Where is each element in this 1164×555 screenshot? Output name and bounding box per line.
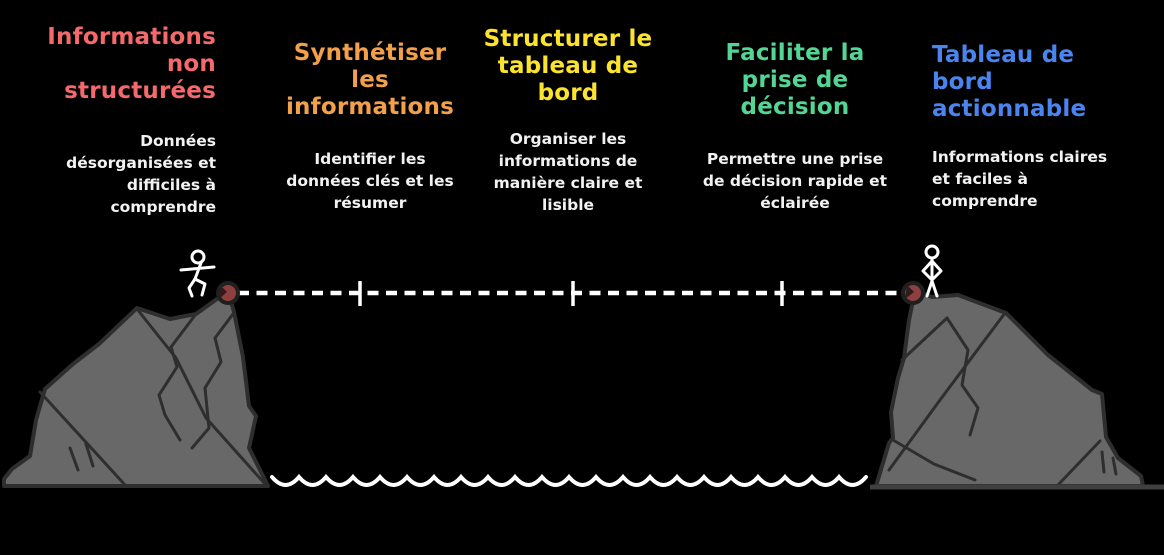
step-description: Données désorganisées et difficiles à co… [66,132,216,216]
step-title: Synthétiser les informations [285,40,455,120]
step-facilitate-decision: Faciliter la prise de décision Permettre… [698,40,892,214]
standing-figure-icon [921,244,943,298]
step-description: Organiser les informations de manière cl… [493,130,643,214]
step-unstructured-info: Informations non structurées Données dés… [20,24,216,218]
right-anchor-point [901,281,925,305]
left-anchor-point [216,281,240,305]
step-title: Faciliter la prise de décision [725,40,865,120]
tightrope [238,281,905,306]
step-title: Informations non structurées [47,24,216,104]
walking-figure-icon [179,249,216,298]
left-cliff [2,289,270,488]
step-description: Informations claires et faciles à compre… [932,148,1108,210]
step-title: Structurer le tableau de bord [483,26,653,106]
right-cliff [870,289,1164,490]
step-description: Identifier les données clés et les résum… [286,150,454,212]
water-waves [270,473,868,487]
step-actionable-dashboard: Tableau de bord actionnable Informations… [932,42,1122,212]
step-structure-dashboard: Structurer le tableau de bord Organiser … [472,26,664,216]
left-cliff-cracks [38,307,268,488]
step-synthesize-info: Synthétiser les informations Identifier … [276,40,464,214]
right-cliff-cracks [887,311,1118,488]
step-description: Permettre une prise de décision rapide e… [702,150,888,212]
step-title: Tableau de bord actionnable [932,42,1087,122]
